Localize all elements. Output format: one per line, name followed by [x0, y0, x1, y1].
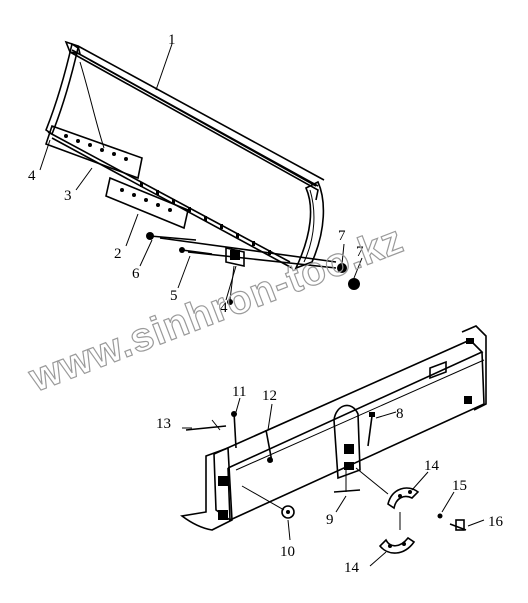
brace-and-bolts-upper: [146, 232, 360, 305]
callout-2: 2: [114, 246, 122, 262]
callout-8: 8: [396, 406, 404, 422]
blade-assembly-upper: [45, 40, 325, 270]
callout-5: 5: [170, 288, 178, 304]
callout-4b: 4: [220, 300, 228, 316]
callout-11: 11: [232, 384, 246, 400]
callout-7b: 7: [356, 244, 364, 260]
callout-15: 15: [452, 478, 467, 494]
leader-lines: [39, 43, 485, 567]
watermark-text: www.sinhron-too.kz: [23, 217, 410, 401]
end-bit-2: [105, 176, 189, 230]
callout-6: 6: [132, 266, 140, 282]
callout-10: 10: [280, 544, 295, 560]
callout-13: 13: [156, 416, 171, 432]
callout-3: 3: [64, 188, 72, 204]
blade-assembly-lower: [180, 325, 487, 554]
end-bit-3: [44, 124, 143, 180]
callout-14b: 14: [344, 560, 360, 576]
callout-14a: 14: [424, 458, 440, 474]
callout-16: 16: [488, 514, 504, 530]
callout-labels: 1 4 3 2 6 5 4 7 7 8 13 11 12 9 10 14 15 …: [28, 32, 504, 576]
callout-9: 9: [326, 512, 334, 528]
callout-12: 12: [262, 388, 277, 404]
callout-1: 1: [168, 32, 176, 48]
callout-4: 4: [28, 168, 36, 184]
callout-7a: 7: [338, 228, 346, 244]
